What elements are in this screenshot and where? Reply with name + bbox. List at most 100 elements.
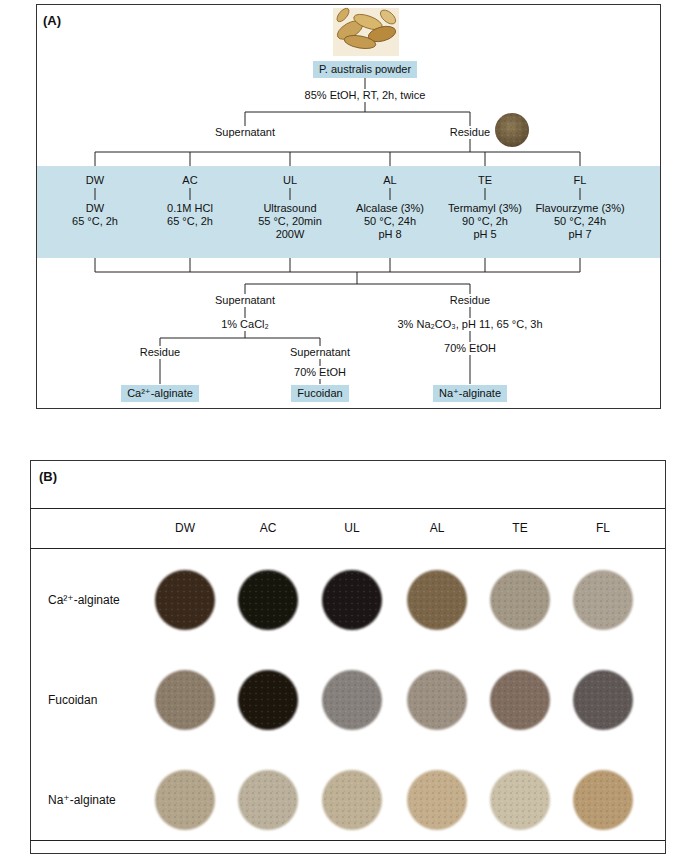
flow-line xyxy=(245,284,470,285)
method-condition: 0.1M HCl xyxy=(165,202,215,215)
powder-photo xyxy=(495,113,529,147)
flow-line xyxy=(365,78,366,112)
sample-texture xyxy=(575,672,631,728)
product-box: Fucoidan xyxy=(291,385,348,402)
sample-photo xyxy=(322,670,382,730)
sample-texture xyxy=(157,672,213,728)
flow-line xyxy=(95,188,580,200)
flow-line xyxy=(160,359,161,384)
flow-line xyxy=(245,112,246,126)
sample-photo xyxy=(238,670,298,730)
row-header: Ca²⁺-alginate xyxy=(46,594,122,607)
table-header: UL xyxy=(342,522,361,535)
sample-texture xyxy=(157,772,213,828)
photo-ground xyxy=(333,8,399,56)
sample-photo xyxy=(155,570,215,630)
box-label: P. australis powder xyxy=(319,63,411,76)
sample-photo xyxy=(322,570,382,630)
sample-texture xyxy=(492,672,548,728)
flow-line xyxy=(320,379,321,384)
sample-photo xyxy=(155,770,215,830)
method-condition: 200W xyxy=(274,228,307,241)
step-condition: 70% EtOH xyxy=(442,342,498,355)
sample-photos xyxy=(155,570,633,830)
method-condition: 55 °C, 20min xyxy=(256,215,324,228)
box-label: Fucoidan xyxy=(297,387,342,400)
table-header: DW xyxy=(173,522,197,535)
panel-label: (A) xyxy=(41,14,63,27)
flow-line xyxy=(245,112,470,113)
flow-line xyxy=(95,272,580,273)
sample-photo xyxy=(407,770,467,830)
sample-texture xyxy=(324,672,380,728)
step-condition: 85% EtOH, RT, 2h, twice xyxy=(303,89,428,102)
material-box: P. australis powder xyxy=(313,61,417,78)
flow-line xyxy=(245,307,246,318)
flow-line xyxy=(95,258,580,272)
flow-line xyxy=(470,307,471,318)
table-header: TE xyxy=(510,522,529,535)
method-code: AL xyxy=(381,174,398,187)
sample-texture xyxy=(409,672,465,728)
box-label: Ca²⁺-alginate xyxy=(127,387,193,400)
flow-line xyxy=(470,139,471,152)
method-condition: 50 °C, 24h xyxy=(552,215,608,228)
sample-photo xyxy=(407,570,467,630)
sample-texture xyxy=(575,772,631,828)
table-rule xyxy=(30,548,665,549)
sample-photo xyxy=(155,670,215,730)
seaweed-blade xyxy=(335,6,351,23)
table-rule xyxy=(30,508,665,509)
sample-photo xyxy=(490,770,550,830)
fraction-label: Supernatant xyxy=(213,126,277,139)
flow-line xyxy=(470,331,471,342)
sample-photo xyxy=(573,670,633,730)
method-condition: 50 °C, 24h xyxy=(362,215,418,228)
sample-texture xyxy=(240,572,296,628)
sample-photo xyxy=(407,670,467,730)
seaweed-blade xyxy=(352,11,384,33)
sample-textures xyxy=(157,572,631,828)
sample-photo xyxy=(238,770,298,830)
flow-line xyxy=(160,338,320,346)
method-condition: pH 5 xyxy=(471,228,498,241)
method-code: AC xyxy=(180,174,199,187)
sample-photo xyxy=(238,570,298,630)
method-code: TE xyxy=(476,174,494,187)
sample-texture xyxy=(492,572,548,628)
panel-frame xyxy=(37,5,661,409)
method-condition: pH 8 xyxy=(376,228,403,241)
sample-photo xyxy=(573,570,633,630)
powder-texture xyxy=(495,113,529,147)
sample-texture xyxy=(492,772,548,828)
row-header: Na⁺-alginate xyxy=(46,794,118,807)
method-condition: DW xyxy=(84,202,106,215)
product-box: Na⁺-alginate xyxy=(433,385,507,402)
fraction-label: Residue xyxy=(448,126,492,139)
table-rule xyxy=(30,840,665,841)
fraction-label: Residue xyxy=(448,294,492,307)
step-condition: 3% Na₂CO₃, pH 11, 65 °C, 3h xyxy=(395,318,544,331)
sample-photo xyxy=(322,770,382,830)
flow-line xyxy=(245,284,470,294)
fraction-label: Supernatant xyxy=(213,294,277,307)
method-condition: Alcalase (3%) xyxy=(354,202,426,215)
flow-line xyxy=(357,272,358,284)
product-box: Ca²⁺-alginate xyxy=(121,385,199,402)
flow-line xyxy=(245,330,246,338)
flow-line xyxy=(160,338,320,339)
flow-line xyxy=(95,152,580,153)
method-condition: Termamyl (3%) xyxy=(446,202,524,215)
fraction-label: Residue xyxy=(138,346,182,359)
sample-texture xyxy=(575,572,631,628)
sample-texture xyxy=(324,772,380,828)
box-label: Na⁺-alginate xyxy=(439,387,501,400)
seaweed-photo xyxy=(333,6,399,56)
table-header: AC xyxy=(258,522,279,535)
seaweed-blade xyxy=(378,7,398,26)
sample-photo xyxy=(490,670,550,730)
seaweed-blade xyxy=(334,17,365,43)
sample-texture xyxy=(240,672,296,728)
method-code: DW xyxy=(84,174,106,187)
sample-texture xyxy=(409,572,465,628)
